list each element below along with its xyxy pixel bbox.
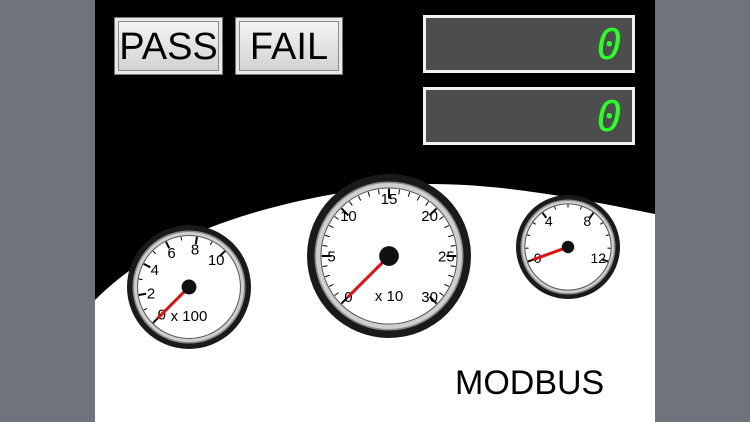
counter-value-2: 0	[596, 92, 622, 141]
major-tick	[541, 212, 548, 219]
minor-tick	[407, 191, 411, 197]
minor-tick	[600, 222, 604, 225]
gauge-hub	[561, 240, 575, 254]
major-tick	[340, 207, 350, 217]
minor-tick	[444, 225, 450, 229]
gauge-hub	[181, 279, 197, 295]
major-tick	[138, 292, 147, 296]
major-tick	[194, 236, 198, 245]
minor-tick	[439, 292, 444, 296]
gauge-multiplier: x 10	[375, 288, 403, 305]
tick-label: 12	[591, 250, 607, 266]
minor-tick	[322, 265, 328, 268]
tick-label: 2	[147, 285, 155, 302]
major-tick	[143, 263, 151, 269]
minor-tick	[324, 274, 330, 278]
minor-tick	[377, 189, 380, 195]
tick-label: 4	[151, 262, 159, 279]
major-tick	[165, 241, 171, 249]
minor-tick	[367, 191, 371, 197]
minor-tick	[358, 195, 362, 201]
fail-button[interactable]: FAIL	[235, 17, 343, 75]
minor-tick	[605, 234, 609, 237]
tick-label: 6	[167, 245, 175, 262]
tick-label: 10	[208, 252, 225, 269]
minor-tick	[444, 283, 450, 287]
gauge-multiplier: x 100	[171, 308, 208, 325]
major-tick	[601, 258, 609, 263]
tick-label: 15	[381, 191, 398, 208]
counter-display-1: 0	[423, 15, 635, 73]
tick-label: 4	[545, 213, 553, 229]
minor-tick	[439, 216, 444, 220]
minor-tick	[138, 278, 143, 281]
minor-tick	[324, 234, 330, 238]
tick-label: 8	[191, 241, 199, 258]
minor-tick	[334, 292, 339, 296]
protocol-label: MODBUS	[455, 364, 605, 402]
minor-tick	[143, 307, 148, 311]
minor-tick	[554, 206, 557, 210]
tick-label: 5	[327, 248, 335, 265]
minor-tick	[450, 244, 456, 247]
major-tick	[428, 207, 438, 217]
major-tick	[588, 212, 595, 219]
counter-display-2: 0	[423, 87, 635, 145]
minor-tick	[328, 225, 334, 229]
minor-tick	[349, 201, 353, 206]
minor-tick	[180, 236, 183, 241]
tick-label: 10	[340, 208, 357, 225]
tick-label: 8	[583, 213, 591, 229]
gauge-hub	[379, 246, 399, 266]
minor-tick	[448, 234, 454, 238]
minor-tick	[416, 195, 420, 201]
minor-tick	[450, 265, 456, 268]
major-tick	[428, 295, 438, 305]
counter-value-1: 0	[596, 20, 622, 69]
minor-tick	[425, 201, 429, 206]
minor-tick	[334, 216, 339, 220]
tick-label: 25	[438, 248, 455, 265]
pass-button[interactable]: PASS	[114, 17, 223, 75]
tick-label: 30	[421, 289, 438, 306]
minor-tick	[209, 241, 213, 246]
minor-tick	[527, 234, 531, 237]
major-tick	[340, 295, 350, 305]
minor-tick	[322, 244, 328, 247]
minor-tick	[579, 206, 582, 210]
minor-tick	[532, 222, 536, 225]
minor-tick	[448, 274, 454, 278]
minor-tick	[398, 189, 401, 195]
minor-tick	[152, 250, 157, 255]
major-tick	[218, 250, 226, 258]
minor-tick	[328, 283, 334, 287]
tick-label: 20	[421, 208, 438, 225]
